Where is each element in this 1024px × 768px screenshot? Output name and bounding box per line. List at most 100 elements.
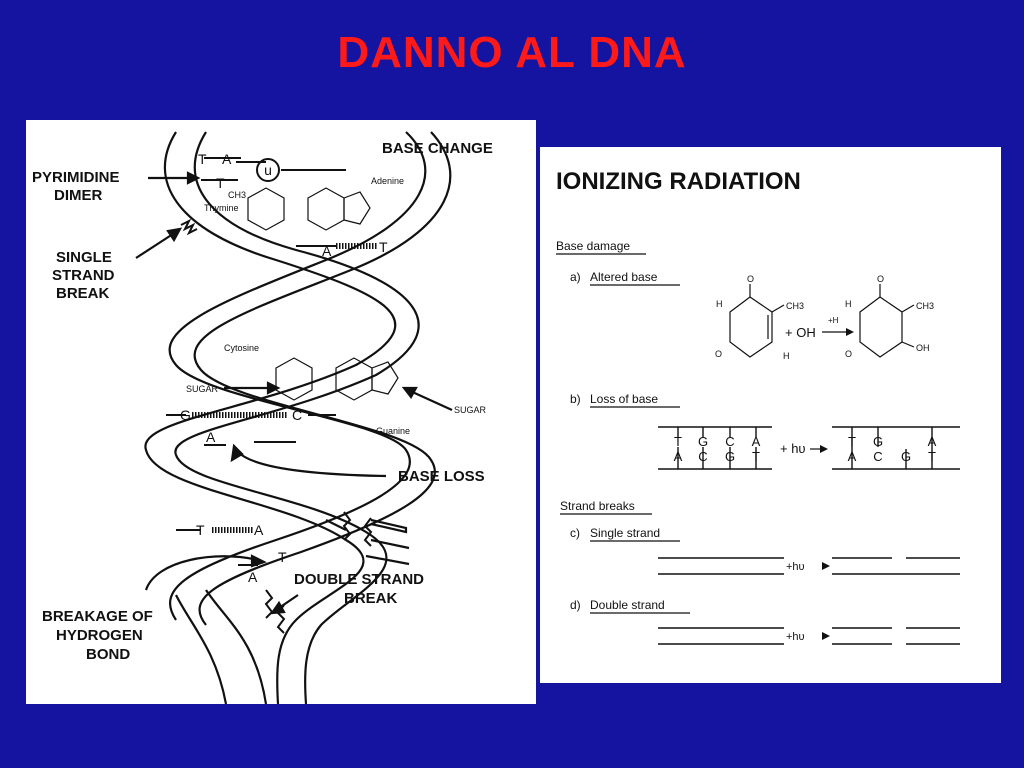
base-a-loss: A	[206, 429, 216, 445]
arrow-hydrogen-head	[250, 554, 267, 568]
chem-o-left-2: O	[845, 349, 852, 359]
helix-strands	[144, 131, 452, 705]
hv-double: +hυ	[786, 631, 805, 643]
helix-ribbon-2-edge-a	[168, 131, 427, 621]
base-t-low: T	[196, 522, 205, 538]
after-bottom-base-3: G	[901, 449, 911, 464]
label-pyrimidine-1: PYRIMIDINE	[32, 169, 120, 186]
label-sugar-right: SUGAR	[454, 405, 487, 415]
item-c-label: c)	[570, 526, 580, 540]
after-top-base-3: A	[928, 434, 937, 449]
single-strand-lines	[658, 557, 960, 575]
chem-o-top-2: O	[877, 274, 884, 284]
item-altered-base: Altered base	[590, 270, 658, 284]
top-base-2: G	[698, 434, 708, 449]
after-bottom-base-2: C	[873, 449, 882, 464]
base-a-pair: A	[322, 243, 332, 259]
base-t-pair: T	[379, 239, 388, 255]
dna-helix-diagram: u T A T A T G C A T A T A Adenine Thymin…	[32, 131, 493, 705]
chem-h-3: H	[845, 299, 852, 309]
strand-fragment-right-b	[365, 554, 410, 566]
label-ch3: CH3	[228, 190, 246, 200]
loss-of-base-strands	[658, 426, 960, 470]
plus-oh: + OH	[785, 325, 816, 340]
helix-ribbon-2-edge-b	[193, 131, 452, 626]
section-base-damage: Base damage	[556, 239, 630, 253]
chem-ch3-2: CH3	[916, 301, 934, 311]
base-a-top: A	[222, 151, 232, 167]
top-base-1: T	[674, 434, 682, 449]
item-loss-of-base: Loss of base	[590, 392, 658, 406]
adenine-ring-b	[343, 191, 371, 225]
uracil-circle	[256, 158, 280, 182]
arrow-double-break-head	[269, 600, 286, 615]
thymine-structure-before	[729, 284, 785, 358]
arrow-single-head	[822, 562, 830, 570]
chem-o-top-1: O	[747, 274, 754, 284]
base-u: u	[264, 162, 272, 178]
chem-structures	[247, 187, 399, 401]
arrow-base-loss-line	[237, 451, 387, 478]
panel-heading: IONIZING RADIATION	[556, 168, 801, 195]
label-thymine: Thymine	[204, 203, 239, 213]
label-single-1: SINGLE	[56, 249, 112, 266]
top-base-4: A	[752, 434, 761, 449]
helix-ribbon-1-edge-a	[144, 131, 397, 705]
guanine-ring-b	[371, 361, 399, 395]
thymine-structure-after	[859, 284, 915, 358]
arrow-sugar-right-line	[407, 388, 453, 412]
base-a-bottom: A	[248, 569, 258, 585]
label-pyrimidine-2: DIMER	[54, 187, 103, 204]
arrow-double-head	[822, 632, 830, 640]
arrow-loss-head	[820, 445, 828, 453]
base-c: C	[292, 407, 302, 423]
chem-o-left-1: O	[715, 349, 722, 359]
bottom-base-2: C	[698, 449, 707, 464]
arrow-altered-head	[846, 328, 854, 336]
helix-ribbon-1-edge-b	[174, 131, 420, 705]
top-base-3: C	[725, 434, 734, 449]
double-strand-lines	[658, 627, 960, 645]
arrow-single-break-line	[135, 231, 177, 259]
after-top-base-1: T	[848, 434, 856, 449]
base-t-dimer: T	[216, 175, 225, 191]
hv-single: +hυ	[786, 561, 805, 573]
item-single-strand: Single strand	[590, 526, 660, 540]
item-b-label: b)	[570, 392, 581, 406]
plus-hv: + hυ	[780, 441, 806, 456]
item-d-label: d)	[570, 598, 581, 612]
label-breakage-1: BREAKAGE OF	[42, 608, 153, 625]
lower-ribbon-edge-b	[175, 594, 228, 705]
bottom-base-3: G	[725, 449, 735, 464]
arrow-pyrimidine-head	[186, 171, 201, 185]
chem-h-1: H	[716, 299, 723, 309]
arrow-base-loss-head	[230, 443, 244, 463]
bottom-base-1: A	[674, 449, 683, 464]
arrow-hydrogen-line	[144, 555, 259, 591]
strand-fragment-right-a	[370, 538, 410, 550]
bottom-base-4: T	[752, 449, 760, 464]
chem-ch3-1: CH3	[786, 301, 804, 311]
base-g: G	[180, 407, 191, 423]
after-top-base-2: G	[873, 434, 883, 449]
cytosine-ring	[275, 357, 313, 401]
strand-fragment-right-upper	[370, 518, 408, 534]
arrow-sugar-left-head	[266, 381, 281, 395]
base-rungs	[166, 157, 346, 566]
loss-of-base-letters: T G C A A C G T T G A A C G T	[672, 434, 937, 464]
label-guanine: Guanine	[376, 426, 410, 436]
hydrogen-bond-dots	[192, 243, 378, 533]
label-cytosine: Cytosine	[224, 343, 259, 353]
plus-h: +H	[828, 316, 839, 325]
item-a-label: a)	[570, 270, 581, 284]
double-break-zigzag-1	[342, 511, 352, 541]
label-base-change: BASE CHANGE	[382, 140, 493, 157]
base-a-low: A	[254, 522, 264, 538]
label-double-1: DOUBLE STRAND	[294, 571, 424, 588]
label-breakage-2: HYDROGEN	[56, 627, 143, 644]
base-t-top: T	[198, 151, 207, 167]
adenine-ring-a	[307, 187, 345, 231]
strand-fragment-upper	[325, 519, 347, 531]
dna-helix-panel: u T A T A T G C A T A T A Adenine Thymin…	[26, 120, 536, 705]
section-strand-breaks: Strand breaks	[560, 499, 635, 513]
